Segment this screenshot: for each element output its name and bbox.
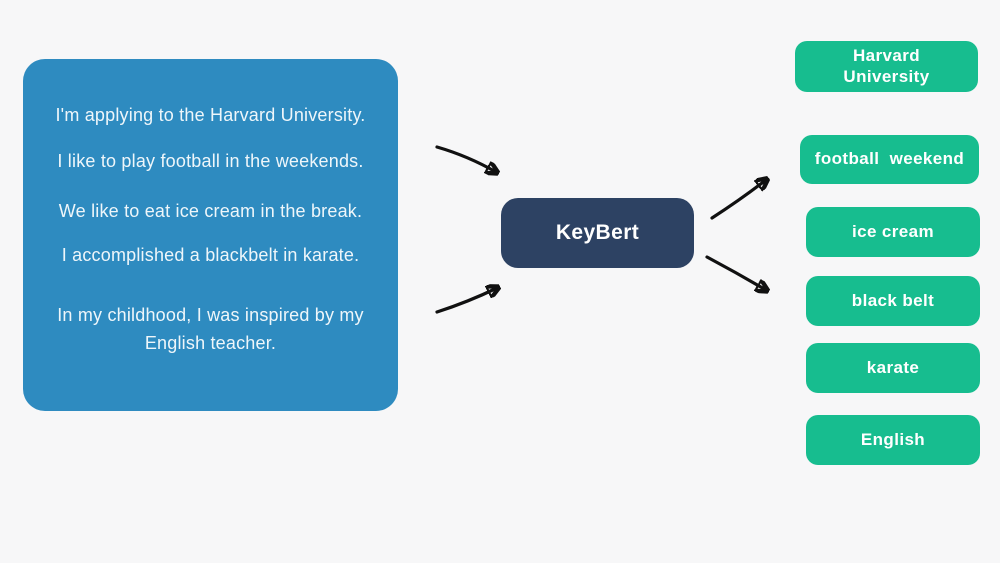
arrow-source-to-model-top bbox=[435, 145, 496, 172]
keyword-chip-label: karate bbox=[866, 357, 920, 377]
keyword-chip-label: English bbox=[860, 429, 926, 449]
keybert-model-label: KeyBert bbox=[555, 221, 640, 244]
arrow-model-to-keywords-bottom bbox=[705, 255, 766, 290]
arrow-source-to-model-bottom bbox=[435, 288, 497, 314]
keyword-chip-label: Harvard University bbox=[843, 46, 930, 86]
keyword-chip-karate: karate bbox=[806, 343, 980, 393]
source-sentence: I like to play football in the weekends. bbox=[57, 151, 364, 171]
keyword-chip-ice-cream: ice cream bbox=[806, 207, 980, 257]
source-sentence: In my childhood, I was inspired by my En… bbox=[57, 305, 364, 353]
keybert-model-box: KeyBert bbox=[501, 198, 694, 268]
keyword-chip-english: English bbox=[806, 415, 980, 465]
keyword-chip-label: ice cream bbox=[851, 221, 935, 241]
keyword-chip-black-belt: black belt bbox=[806, 276, 980, 326]
keyword-chip-label: black belt bbox=[851, 290, 935, 310]
source-sentence: We like to eat ice cream in the break. bbox=[58, 201, 363, 221]
source-sentence: I accomplished a blackbelt in karate. bbox=[61, 245, 360, 265]
keyword-chip-label: football weekend bbox=[814, 149, 965, 169]
arrow-model-to-keywords-top bbox=[710, 180, 766, 220]
keyword-chip-harvard-university: Harvard University bbox=[795, 41, 978, 92]
keyword-chip-football-weekend: football weekend bbox=[800, 135, 979, 184]
source-sentences-box: I'm applying to the Harvard University. … bbox=[23, 59, 398, 411]
source-sentence: I'm applying to the Harvard University. bbox=[55, 105, 366, 125]
